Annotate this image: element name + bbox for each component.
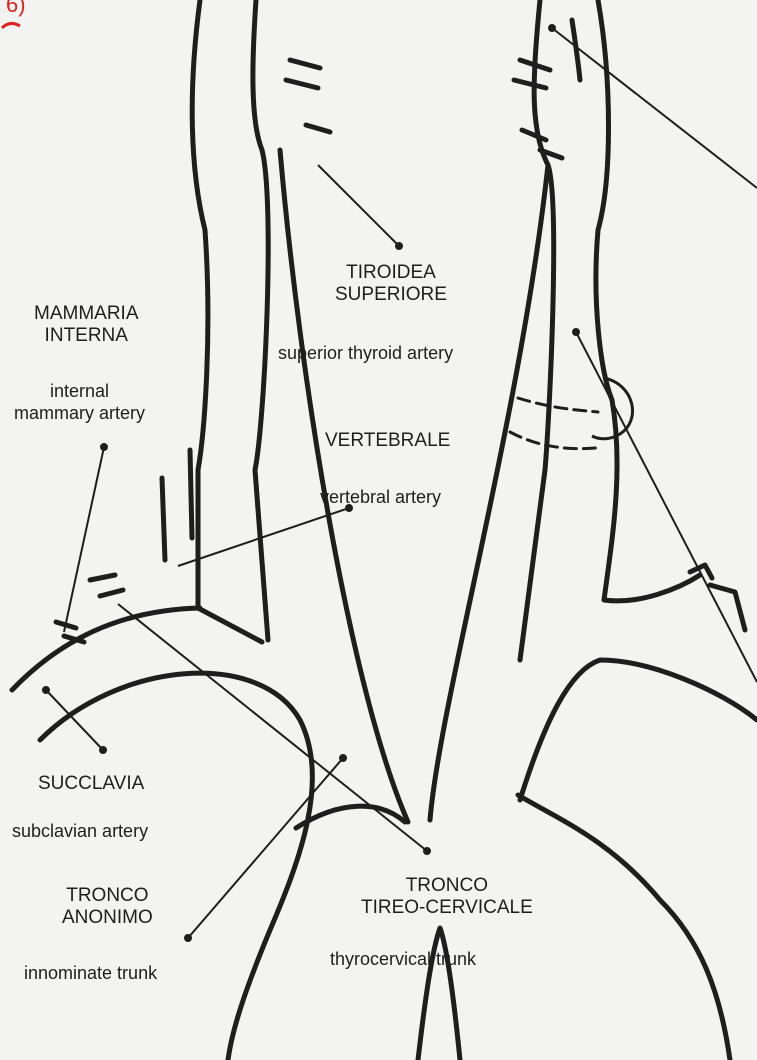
vertebral-dashed-lower [510, 432, 596, 449]
label-vertebrale: VERTEBRALE [325, 430, 450, 452]
label-tronco-tireo-cervicale: TRONCO TIREO-CERVICALE [361, 875, 533, 919]
leader-superior-thyroid [318, 165, 399, 246]
label-thyrocervical-trunk: thyrocervical trunk [330, 948, 476, 970]
label-succlavia: SUCCLAVIA [38, 773, 144, 795]
label-subclavian-artery: subclavian artery [12, 820, 148, 842]
label-tronco-anonimo: TRONCO ANONIMO [62, 885, 153, 929]
right-subclavian-curve [520, 660, 757, 800]
label-mammaria-line2: INTERNA [34, 325, 139, 347]
label-innominate-trunk: innominate trunk [24, 962, 157, 984]
label-tronco-anonimo-line2: ANONIMO [62, 907, 153, 929]
label-mammaria-interna: MAMMARIA INTERNA [34, 303, 139, 347]
label-internal-mammary-artery: internal mammary artery [14, 380, 145, 424]
left-subclavian-curve [12, 608, 200, 690]
right-carotid-outer [596, 0, 700, 601]
leader-right-vertebral [576, 332, 757, 682]
leader-internal-mammary [64, 447, 104, 632]
label-tiroidea-line2: SUPERIORE [335, 284, 447, 306]
aortic-arch-top [296, 806, 405, 828]
label-superior-thyroid-artery: superior thyroid artery [278, 342, 453, 364]
label-internal-mammary-line2: mammary artery [14, 402, 145, 424]
label-mammaria-line1: MAMMARIA [34, 303, 139, 325]
label-tronco-tireo-line2: TIREO-CERVICALE [361, 897, 533, 919]
leader-thyrocervical [118, 604, 427, 851]
label-internal-mammary-line1: internal [14, 380, 145, 402]
label-tiroidea-line1: TIROIDEA [335, 262, 447, 284]
left-innominate-curve [40, 673, 312, 1060]
central-v-right [430, 165, 548, 820]
label-tronco-anonimo-line1: TRONCO [62, 885, 153, 907]
aortic-arch-right [518, 795, 730, 1060]
label-tiroidea-superiore: TIROIDEA SUPERIORE [335, 262, 447, 306]
label-tronco-tireo-line1: TRONCO [361, 875, 533, 897]
left-branch-stubs [90, 450, 192, 596]
label-vertebral-artery: vertebral artery [320, 486, 441, 508]
vertebral-dashed-upper [518, 398, 598, 412]
leader-innominate [188, 758, 343, 938]
leader-upper-right [552, 28, 757, 188]
left-carotid-inner [253, 0, 268, 640]
